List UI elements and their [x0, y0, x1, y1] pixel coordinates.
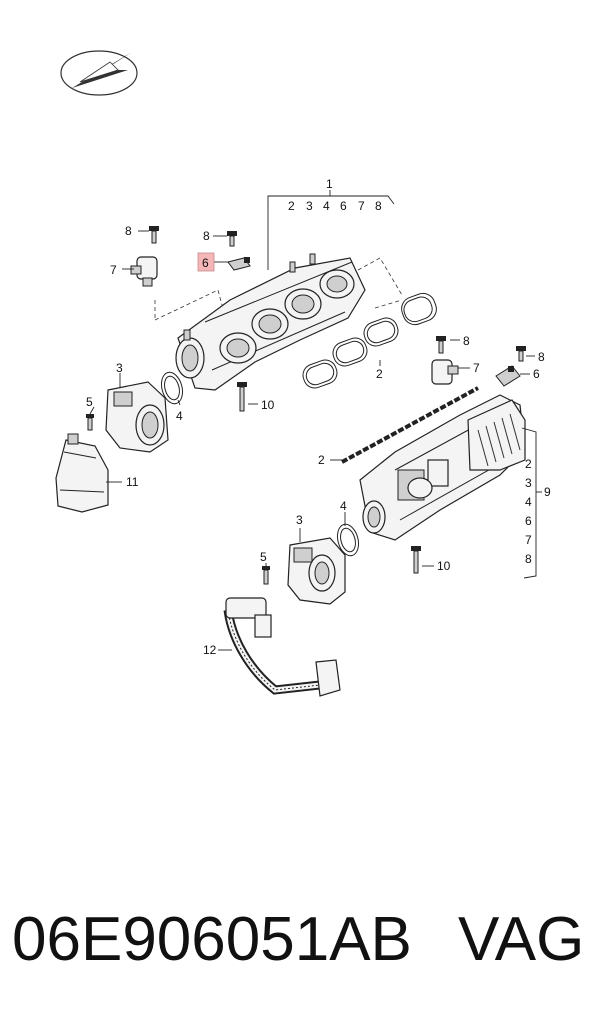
bolt-5-lower — [262, 566, 270, 585]
o-ring-4-lower — [336, 523, 360, 557]
callout-10-lower: 10 — [437, 559, 451, 573]
callout-2-upper: 2 — [376, 367, 383, 381]
callout-group-right-6: 6 — [525, 514, 532, 528]
lower-intake-manifold — [359, 394, 526, 541]
callout-2-lower: 2 — [318, 453, 325, 467]
callout-group-right-8: 8 — [525, 552, 532, 566]
air-duct-12 — [223, 597, 341, 697]
callout-group-top-8: 8 — [375, 199, 382, 213]
brand-logo-icon — [60, 50, 138, 96]
sensor-7-upper — [130, 256, 158, 287]
callout-4-lower: 4 — [340, 499, 347, 513]
callout-group-top-6: 6 — [340, 199, 347, 213]
bolt-8-upper-left — [149, 226, 159, 244]
o-ring-4-upper — [160, 371, 184, 405]
air-duct-11 — [55, 433, 109, 513]
callout-6-lower: 6 — [533, 367, 540, 381]
bolt-8-lower-a — [436, 336, 446, 354]
callout-5-lower: 5 — [260, 550, 267, 564]
callout-11: 11 — [126, 475, 139, 489]
callout-group-top-7: 7 — [358, 199, 365, 213]
callout-7-upper: 7 — [110, 263, 117, 277]
throttle-body-3-lower — [287, 537, 346, 605]
callout-8-upper-mid: 8 — [203, 229, 210, 243]
callout-group-right-3: 3 — [525, 476, 532, 490]
callout-8-lower-a: 8 — [463, 334, 470, 348]
leader-dashed-lines — [154, 257, 403, 321]
callout-group-top-4: 4 — [323, 199, 330, 213]
callout-10-upper: 10 — [261, 398, 275, 412]
callout-12: 12 — [203, 643, 217, 657]
callout-9: 9 — [544, 485, 551, 499]
callout-3-upper: 3 — [116, 361, 123, 375]
sensor-6-upper — [227, 257, 251, 271]
bolt-8-upper-mid — [227, 231, 237, 247]
callout-leader-lines — [89, 190, 542, 651]
part-number: 06E906051AB — [12, 905, 412, 974]
callout-labels: 1 2 3 4 6 7 8 8 7 8 6 2 10 3 5 4 11 8 7 … — [86, 177, 551, 657]
callout-7-lower: 7 — [473, 361, 480, 375]
lower-gasket-strip — [341, 386, 479, 464]
sensor-7-lower — [431, 359, 459, 385]
callout-group-top-2: 2 — [288, 199, 295, 213]
highlighted-callout-box — [197, 252, 215, 272]
callout-6-highlighted: 6 — [202, 256, 209, 270]
part-footer: 06E906051AB VAG — [0, 895, 600, 985]
throttle-body-3-upper — [105, 381, 169, 453]
upper-gasket-chain — [302, 317, 399, 389]
upper-intake-manifold — [175, 253, 366, 391]
callout-group-right-4: 4 — [525, 495, 532, 509]
bolt-10-upper — [237, 382, 247, 412]
callout-group-top-3: 3 — [306, 199, 313, 213]
callout-4-upper: 4 — [176, 409, 183, 423]
callout-5-upper: 5 — [86, 395, 93, 409]
upper-gasket-right — [401, 292, 437, 326]
callout-8-upper-left: 8 — [125, 224, 132, 238]
callout-group-right-2: 2 — [525, 457, 532, 471]
bolt-5-upper — [86, 414, 94, 431]
callout-1: 1 — [326, 177, 333, 191]
callout-group-right-7: 7 — [525, 533, 532, 547]
bolt-10-lower — [411, 546, 421, 574]
bolt-8-lower-b — [516, 346, 526, 362]
callout-8-lower-b: 8 — [538, 350, 545, 364]
sensor-6-lower — [495, 365, 521, 387]
callout-3-lower: 3 — [296, 513, 303, 527]
brand-name: VAG — [458, 905, 585, 974]
